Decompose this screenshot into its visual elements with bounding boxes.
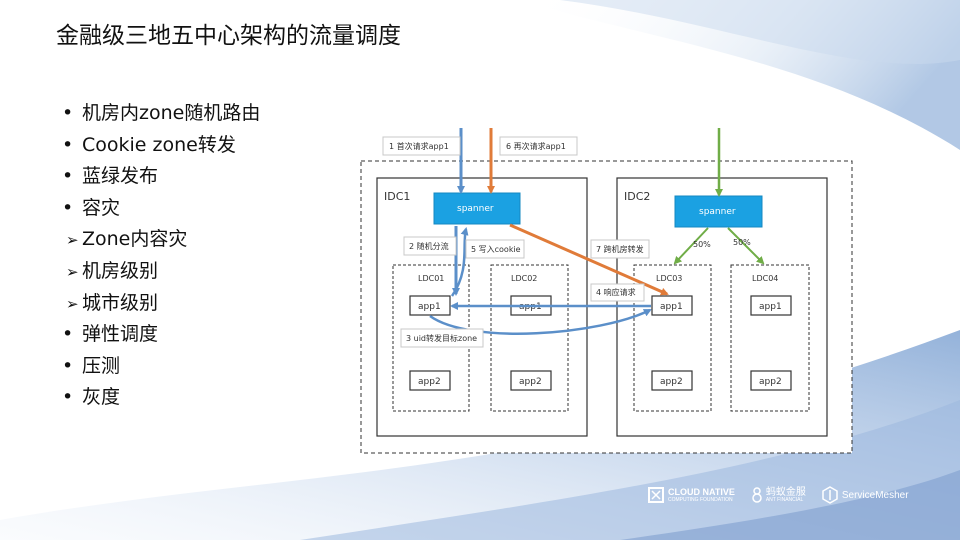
ant-name: 蚂蚁金服 xyxy=(765,486,806,498)
bullet-marker: • xyxy=(62,323,74,346)
bullet-marker: • xyxy=(62,102,74,124)
bullet-text: 容灾 xyxy=(82,196,121,219)
bullet-list: •机房内zone随机路由 •Cookie zone转发 •蓝绿发布 •容灾 ➢Z… xyxy=(62,98,260,414)
ldc02-label: LDC02 xyxy=(511,274,537,283)
idc1-label: IDC1 xyxy=(384,190,410,203)
ldc03-app1-box xyxy=(651,295,693,316)
spanner2-label: spanner xyxy=(699,207,736,217)
arrow-bullet-icon: ➢ xyxy=(66,231,79,250)
sub-bullet-item: ➢Zone内容灾 xyxy=(66,224,260,256)
cncf-line1: CLOUD NATIVE xyxy=(668,486,735,497)
cncf-logo: CLOUD NATIVE COMPUTING FOUNDATION xyxy=(648,487,735,503)
step7-label-box xyxy=(590,239,650,259)
step4-label: 4 响应请求 xyxy=(596,287,636,297)
step3-label: 3 uid转发目标zone xyxy=(406,333,477,343)
ldc02-app2-label: app2 xyxy=(519,377,542,387)
page-title: 金融级三地五中心架构的流量调度 xyxy=(56,23,401,49)
cncf-line2: COMPUTING FOUNDATION xyxy=(668,496,733,503)
split-left-percent: 50% xyxy=(693,240,711,249)
bullet-item: • 灰度 xyxy=(62,382,260,414)
split-right-percent: 50% xyxy=(733,238,751,247)
bullet-text: Cookie zone转发 xyxy=(82,133,236,156)
bullet-marker: • xyxy=(62,165,74,188)
step1-label: 1 首次请求app1 xyxy=(389,141,449,151)
bullet-marker: • xyxy=(62,386,74,409)
bullet-text: 城市级别 xyxy=(82,291,159,314)
ldc01-app1-label: app1 xyxy=(418,302,441,312)
split-right-arrow xyxy=(727,227,765,265)
ldc03-app1-label: app1 xyxy=(660,302,683,312)
ldc03-label: LDC03 xyxy=(656,274,682,283)
bullet-item: • Cookie zone转发 xyxy=(62,130,260,162)
ldc04-app1-label: app1 xyxy=(759,302,782,312)
ldc03-app2-box xyxy=(651,370,693,391)
ldc04-app2-label: app2 xyxy=(759,377,782,387)
step5-arrow xyxy=(450,227,469,297)
bullet-item: • 弹性调度 xyxy=(62,319,260,351)
ldc01-app2-label: app2 xyxy=(418,377,441,387)
bullet-item: • 容灾 xyxy=(62,193,260,225)
ant-financial-logo: 蚂蚁金服 ANT FINANCIAL xyxy=(751,487,806,503)
ldc01-label: LDC01 xyxy=(418,274,444,283)
servicemesher-text: ServiceMesher xyxy=(841,489,909,501)
bullet-text: Zone内容灾 xyxy=(82,228,188,251)
servicemesher-logo: ServiceMesher xyxy=(822,486,909,504)
ldc02-app2-box xyxy=(510,370,552,391)
split-left-arrow xyxy=(673,227,709,265)
bullet-marker: • xyxy=(62,196,74,219)
bullet-text: 机房级别 xyxy=(82,259,159,282)
ant-sub: ANT FINANCIAL xyxy=(765,496,804,503)
arrow-bullet-icon: ➢ xyxy=(66,294,79,313)
bullet-text: 压测 xyxy=(82,354,121,377)
cncf-logo-icon xyxy=(648,487,664,503)
bullet-item: • 压测 xyxy=(62,351,260,383)
ldc04-label: LDC04 xyxy=(752,274,778,283)
bullet-item: • 机房内zone随机路由 xyxy=(62,98,260,130)
step1-label-box xyxy=(382,136,461,156)
ldc03-app2-label: app2 xyxy=(660,377,683,387)
arrow-bullet-icon: ➢ xyxy=(66,262,79,281)
step2-label-box xyxy=(403,236,457,256)
spanner1-box xyxy=(433,192,521,225)
step5-label-box xyxy=(465,239,525,259)
servicemesher-icon xyxy=(822,486,838,504)
step6-label-box xyxy=(499,136,578,156)
footer-logos: CLOUD NATIVE COMPUTING FOUNDATION 蚂蚁金服 A… xyxy=(648,486,925,504)
spanner1-label: spanner xyxy=(457,204,494,214)
step2-label: 2 随机分流 xyxy=(409,241,449,251)
step3-arrow xyxy=(429,308,652,335)
sub-bullet-item: ➢城市级别 xyxy=(66,288,260,320)
bullet-marker: • xyxy=(62,133,74,156)
step7-arrow xyxy=(509,223,669,296)
bullet-text: 弹性调度 xyxy=(82,323,159,346)
step6-label: 6 再次请求app1 xyxy=(506,141,566,151)
bullet-text: 机房内zone随机路由 xyxy=(82,102,261,124)
bullet-item: • 蓝绿发布 xyxy=(62,161,260,193)
step7-label: 7 跨机房转发 xyxy=(596,244,644,254)
bullet-text: 蓝绿发布 xyxy=(82,165,159,188)
ldc04-app1-box xyxy=(750,295,792,316)
ldc04-app2-box xyxy=(750,370,792,391)
bullet-marker: • xyxy=(62,354,74,377)
step3-label-box xyxy=(400,328,484,348)
bullet-text: 灰度 xyxy=(82,386,121,409)
idc2-label: IDC2 xyxy=(624,190,650,203)
step4-label-box xyxy=(590,283,645,302)
step5-label: 5 写入cookie xyxy=(471,245,521,254)
sub-bullet-item: ➢机房级别 xyxy=(66,256,260,288)
ldc01-app2-box xyxy=(409,370,451,391)
ant-logo-icon xyxy=(752,487,762,503)
